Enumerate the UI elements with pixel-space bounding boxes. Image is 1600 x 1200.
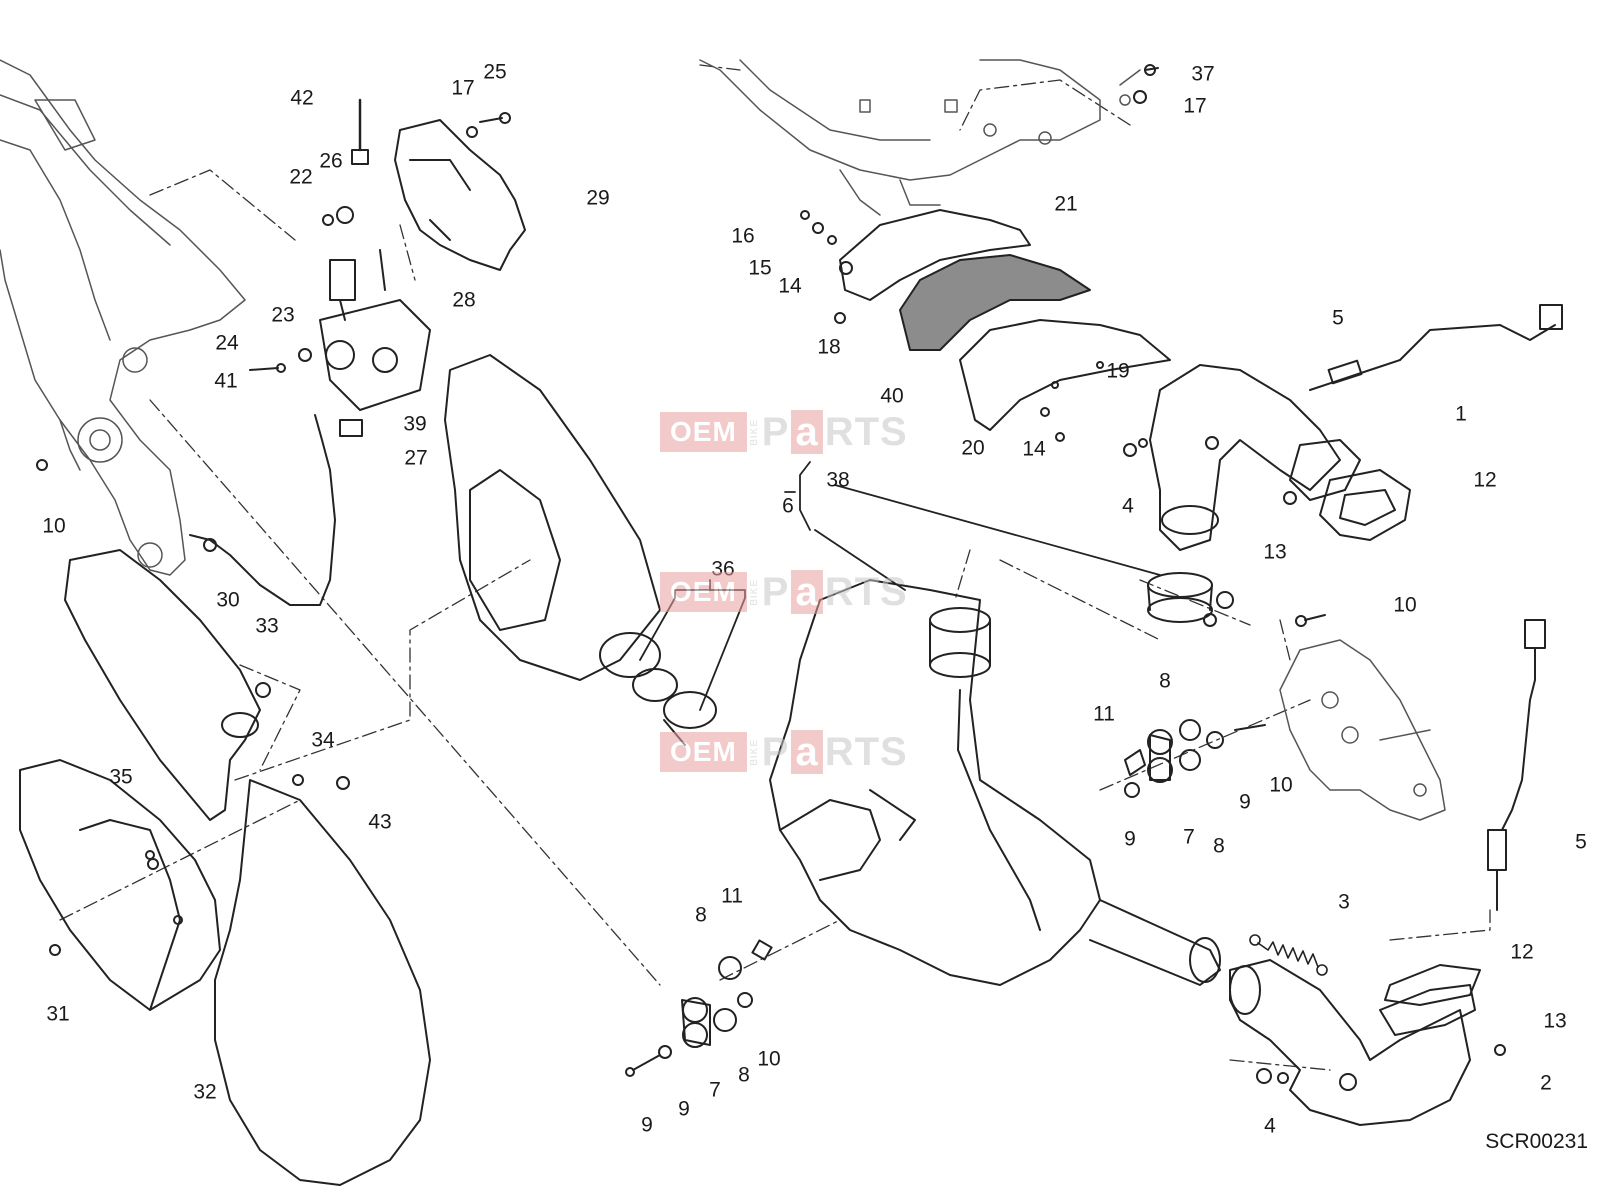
muffler-inner: [444, 354, 717, 746]
exhaust-valve-actuator: [249, 98, 511, 437]
part-number-label: 8: [1159, 669, 1171, 693]
part-number-label: 13: [1263, 540, 1287, 564]
part-number-label: 8: [738, 1063, 750, 1087]
part-number-label: 27: [404, 446, 428, 470]
part-number-label: 15: [748, 256, 772, 280]
part-number-label: 10: [1269, 773, 1293, 797]
part-number-label: 5: [1575, 830, 1587, 854]
mount-hardware-right: [1124, 614, 1326, 798]
part-number-label: 19: [1106, 359, 1130, 383]
lambda-sensor-lower: [1487, 619, 1546, 911]
part-number-label: 10: [1393, 593, 1417, 617]
heat-shield-21: [839, 209, 1031, 301]
heat-shield-40: [899, 254, 1091, 351]
heat-shield-30: [64, 549, 261, 821]
gasket-12-upper: [1319, 469, 1411, 541]
part-number-label: 26: [319, 149, 343, 173]
part-number-label: 31: [46, 1002, 70, 1026]
part-number-label: 28: [452, 288, 476, 312]
exhaust-clamp: [1147, 572, 1234, 627]
part-number-label: 11: [721, 884, 743, 908]
part-number-label: 13: [1543, 1009, 1567, 1033]
part-number-label: 7: [1183, 825, 1195, 849]
part-number-label: 23: [271, 303, 295, 327]
part-number-label: 36: [711, 557, 735, 581]
lambda-sensor-upper: [1309, 304, 1563, 391]
part-number-label: 3: [1338, 890, 1350, 914]
part-number-label: 35: [109, 765, 133, 789]
part-number-label: 5: [1332, 306, 1344, 330]
part-number-label: 22: [289, 165, 313, 189]
part-number-label: 14: [1022, 437, 1046, 461]
part-number-label: 34: [311, 728, 335, 752]
part-number-label: 40: [880, 384, 904, 408]
main-silencer: [769, 579, 1221, 986]
part-number-label: 25: [483, 60, 507, 84]
part-number-label: 9: [678, 1097, 690, 1121]
part-number-label: 10: [757, 1047, 781, 1071]
part-number-label: 18: [817, 335, 841, 359]
part-number-label: 43: [368, 810, 392, 834]
part-number-label: 16: [731, 224, 755, 248]
part-number-label: 33: [255, 614, 279, 638]
part-number-label: 9: [641, 1113, 653, 1137]
leader-lines: [59, 64, 1491, 1071]
part-number-label: 9: [1124, 827, 1136, 851]
brace-6: [784, 461, 1161, 591]
part-number-label: 2: [1540, 1071, 1552, 1095]
part-number-label: 24: [215, 331, 239, 355]
part-number-label: 8: [1213, 834, 1225, 858]
muffler-bracket: [1279, 639, 1446, 821]
gasket-12-lower: [1384, 964, 1481, 1006]
part-number-label: 41: [214, 369, 238, 393]
part-number-label: 4: [1122, 494, 1134, 518]
part-number-label: 42: [290, 86, 314, 110]
part-number-label: 17: [1183, 94, 1207, 118]
silencer-cover-32: [214, 779, 431, 1186]
part-number-label: 29: [586, 186, 610, 210]
part-number-label: 12: [1510, 940, 1534, 964]
frame-upper: [699, 59, 1141, 216]
valve-cover-29: [394, 119, 526, 271]
header-pipe-2: [1229, 959, 1476, 1126]
part-number-label: 7: [709, 1078, 721, 1102]
fasteners: [36, 64, 1506, 1084]
part-number-label: 11: [1093, 702, 1115, 726]
part-number-label: 17: [451, 76, 475, 100]
part-number-label: 32: [193, 1080, 217, 1104]
part-number-label: 39: [403, 412, 427, 436]
part-number-label: 4: [1264, 1114, 1276, 1138]
part-number-label: 1: [1455, 402, 1467, 426]
control-cable: [189, 414, 336, 606]
part-number-label: 12: [1473, 468, 1497, 492]
part-number-label: 37: [1191, 62, 1215, 86]
part-number-label: 9: [1239, 790, 1251, 814]
part-number-label: 14: [778, 274, 802, 298]
header-pipe-1: [1149, 364, 1361, 551]
spring-3: [1249, 934, 1328, 976]
part-number-label: 30: [216, 588, 240, 612]
part-number-label: 8: [695, 903, 707, 927]
part-number-label: 20: [961, 436, 985, 460]
frame-rear-left: [0, 59, 246, 576]
part-number-label: 21: [1054, 192, 1078, 216]
part-number-label: 38: [826, 468, 850, 492]
heat-shield-31: [19, 759, 221, 1011]
mount-hardware-bottom: [625, 939, 773, 1077]
part-number-label: 10: [42, 514, 66, 538]
heat-shield-20: [959, 319, 1171, 431]
part-number-label: 6: [782, 494, 794, 518]
diagram-code: SCR00231: [1485, 1130, 1588, 1153]
